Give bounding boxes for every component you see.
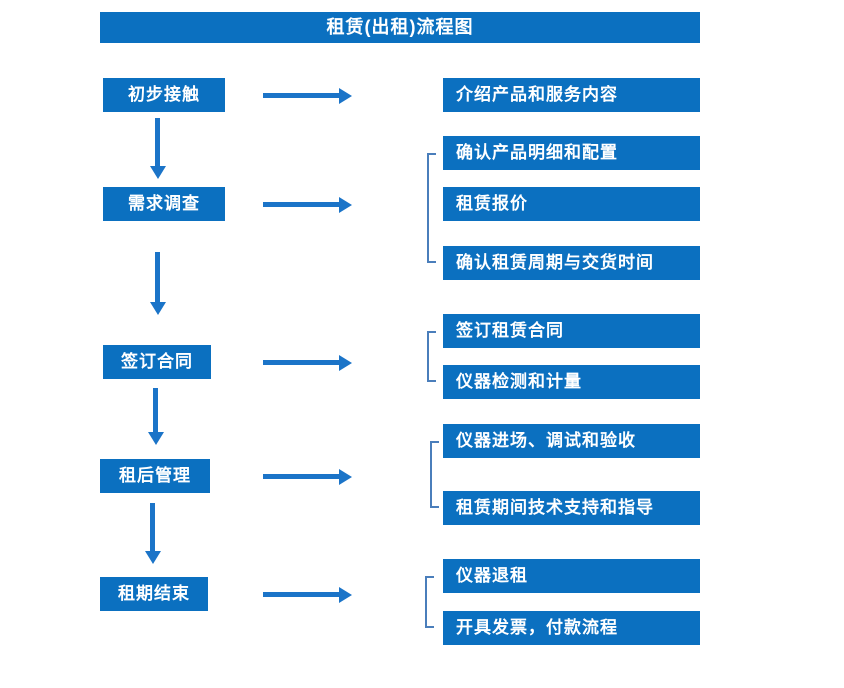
stage-box-rental-end: 租期结束 xyxy=(100,577,208,611)
right-arrow xyxy=(263,474,339,479)
stage-box-demand-survey: 需求调查 xyxy=(103,187,225,221)
group-bracket xyxy=(427,153,436,263)
down-arrow xyxy=(155,252,160,302)
group-bracket xyxy=(425,576,434,628)
output-box-rental-quote: 租赁报价 xyxy=(443,187,700,221)
output-box-confirm-period: 确认租赁周期与交货时间 xyxy=(443,246,700,280)
output-box-invoice-payment: 开具发票，付款流程 xyxy=(443,611,700,645)
right-arrow xyxy=(263,592,339,597)
stage-box-post-rental-mgmt: 租后管理 xyxy=(100,459,210,493)
output-box-tech-support: 租赁期间技术支持和指导 xyxy=(443,491,700,525)
output-box-instrument-testing: 仪器检测和计量 xyxy=(443,365,700,399)
right-arrow xyxy=(263,202,339,207)
output-box-introduce-products: 介绍产品和服务内容 xyxy=(443,78,700,112)
output-box-confirm-details: 确认产品明细和配置 xyxy=(443,136,700,170)
group-bracket xyxy=(430,441,439,508)
output-box-instrument-return: 仪器退租 xyxy=(443,559,700,593)
down-arrow xyxy=(153,388,158,432)
stage-box-sign-contract: 签订合同 xyxy=(103,345,211,379)
down-arrow xyxy=(150,503,155,551)
output-box-instrument-entry: 仪器进场、调试和验收 xyxy=(443,424,700,458)
chart-title: 租赁(出租)流程图 xyxy=(100,12,700,43)
output-box-sign-rental-contract: 签订租赁合同 xyxy=(443,314,700,348)
stage-box-initial-contact: 初步接触 xyxy=(103,78,225,112)
group-bracket xyxy=(427,331,436,382)
down-arrow xyxy=(155,118,160,166)
right-arrow xyxy=(263,93,339,98)
right-arrow xyxy=(263,360,339,365)
